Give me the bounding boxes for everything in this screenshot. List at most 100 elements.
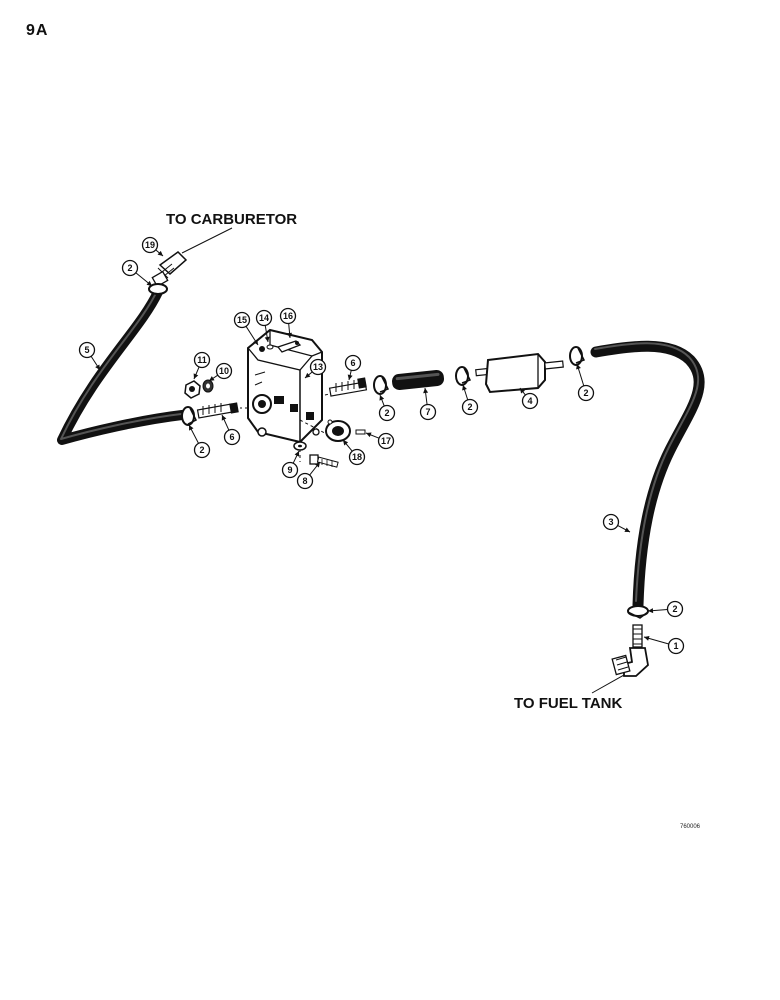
callout-circle bbox=[281, 461, 299, 479]
callout-number: 2 bbox=[467, 402, 472, 412]
callout-4: 4 bbox=[519, 387, 539, 410]
part-15 bbox=[259, 346, 265, 352]
callout-13: 13 bbox=[304, 358, 327, 379]
part-14 bbox=[266, 344, 274, 350]
callout-arrowhead bbox=[462, 385, 467, 391]
label-to-carburetor: TO CARBURETOR bbox=[166, 211, 297, 228]
callout-circle bbox=[309, 358, 327, 376]
callout-7: 7 bbox=[419, 387, 437, 421]
callout-arrowhead bbox=[157, 250, 163, 256]
callout-9: 9 bbox=[281, 450, 300, 479]
callout-circle bbox=[521, 392, 539, 410]
callout-circle bbox=[667, 637, 685, 655]
callout-number: 13 bbox=[313, 362, 323, 372]
callout-circle bbox=[461, 398, 479, 416]
callout-circle bbox=[193, 351, 211, 369]
callout-circle bbox=[215, 362, 233, 380]
callout-circle bbox=[419, 403, 437, 421]
clamp-after-filter bbox=[569, 346, 586, 366]
nut-11 bbox=[184, 380, 201, 399]
callout-2: 2 bbox=[378, 394, 396, 422]
label-to-fuel-tank: TO FUEL TANK bbox=[514, 695, 623, 712]
callout-6: 6 bbox=[221, 414, 241, 446]
hose-3 bbox=[590, 340, 705, 611]
callout-arrowhead bbox=[644, 635, 650, 641]
callout-circle bbox=[223, 428, 241, 446]
hose-7 bbox=[391, 370, 445, 390]
callout-number: 1 bbox=[673, 641, 678, 651]
callout-arrowhead bbox=[314, 462, 320, 468]
callout-number: 2 bbox=[127, 263, 132, 273]
callout-arrowhead bbox=[221, 415, 227, 421]
callout-1: 1 bbox=[643, 635, 685, 655]
callout-number: 6 bbox=[229, 432, 234, 442]
callout-number: 16 bbox=[283, 311, 293, 321]
callout-arrowhead bbox=[576, 364, 581, 370]
callout-number: 4 bbox=[527, 396, 532, 406]
callout-arrowhead bbox=[264, 336, 270, 342]
callout-circle bbox=[602, 513, 620, 531]
callout-number: 2 bbox=[384, 408, 389, 418]
callout-2: 2 bbox=[121, 259, 153, 287]
callout-arrowhead bbox=[146, 280, 152, 286]
callout-arrowhead bbox=[193, 373, 199, 379]
callout-circle bbox=[344, 354, 362, 372]
figure-code: 760006 bbox=[680, 824, 701, 830]
callout-arrowhead bbox=[209, 376, 215, 381]
callout-circle bbox=[377, 432, 395, 450]
washer-10 bbox=[202, 379, 214, 393]
callout-arrowhead bbox=[520, 388, 526, 394]
callout-arrowhead bbox=[379, 395, 385, 401]
callout-number: 14 bbox=[259, 313, 269, 323]
callout-arrowhead bbox=[294, 451, 300, 457]
callout-number: 18 bbox=[352, 452, 362, 462]
callout-11: 11 bbox=[193, 351, 211, 380]
callout-circle bbox=[121, 259, 139, 277]
callout-circle bbox=[378, 404, 396, 422]
cover-18 bbox=[325, 419, 351, 442]
callout-arrowhead bbox=[95, 364, 100, 370]
washer-9 bbox=[293, 441, 307, 451]
callout-circle bbox=[233, 311, 251, 329]
callout-number: 19 bbox=[145, 240, 155, 250]
callout-14: 14 bbox=[255, 309, 273, 343]
callout-8: 8 bbox=[296, 461, 321, 490]
fuel-filter-4 bbox=[475, 352, 564, 394]
callout-number: 6 bbox=[350, 358, 355, 368]
callout-arrowhead bbox=[287, 332, 293, 338]
callout-number: 10 bbox=[219, 366, 229, 376]
callout-18: 18 bbox=[342, 439, 366, 466]
callout-6: 6 bbox=[344, 354, 362, 381]
fitting-19 bbox=[151, 251, 188, 288]
elbow-fitting-1 bbox=[611, 624, 649, 677]
callout-3: 3 bbox=[602, 513, 631, 533]
callout-5: 5 bbox=[78, 341, 101, 371]
callout-number: 3 bbox=[608, 517, 613, 527]
callout-number: 5 bbox=[84, 345, 89, 355]
callout-arrowhead bbox=[648, 608, 654, 614]
callout-number: 17 bbox=[381, 436, 391, 446]
hose-5 bbox=[57, 287, 187, 445]
callout-number: 2 bbox=[583, 388, 588, 398]
callout-arrowhead bbox=[343, 440, 349, 446]
callout-arrowhead bbox=[347, 374, 353, 380]
callout-number: 15 bbox=[237, 315, 247, 325]
callout-number: 2 bbox=[672, 604, 677, 614]
callout-17: 17 bbox=[365, 432, 395, 450]
screw-17 bbox=[355, 429, 366, 435]
callout-arrowhead bbox=[624, 527, 630, 532]
callout-number: 11 bbox=[197, 355, 207, 365]
callout-circle bbox=[193, 441, 211, 459]
callout-circle bbox=[141, 236, 159, 254]
callout-2: 2 bbox=[647, 600, 684, 618]
fitting-6-right bbox=[328, 377, 368, 397]
callout-19: 19 bbox=[141, 236, 164, 257]
clamp-before-filter bbox=[455, 366, 472, 386]
callout-arrowhead bbox=[305, 372, 311, 378]
clamp-bottom bbox=[627, 605, 649, 619]
fuel-pump-13 bbox=[247, 328, 323, 444]
callout-arrowhead bbox=[366, 432, 372, 438]
page-number: 9A bbox=[26, 22, 49, 39]
